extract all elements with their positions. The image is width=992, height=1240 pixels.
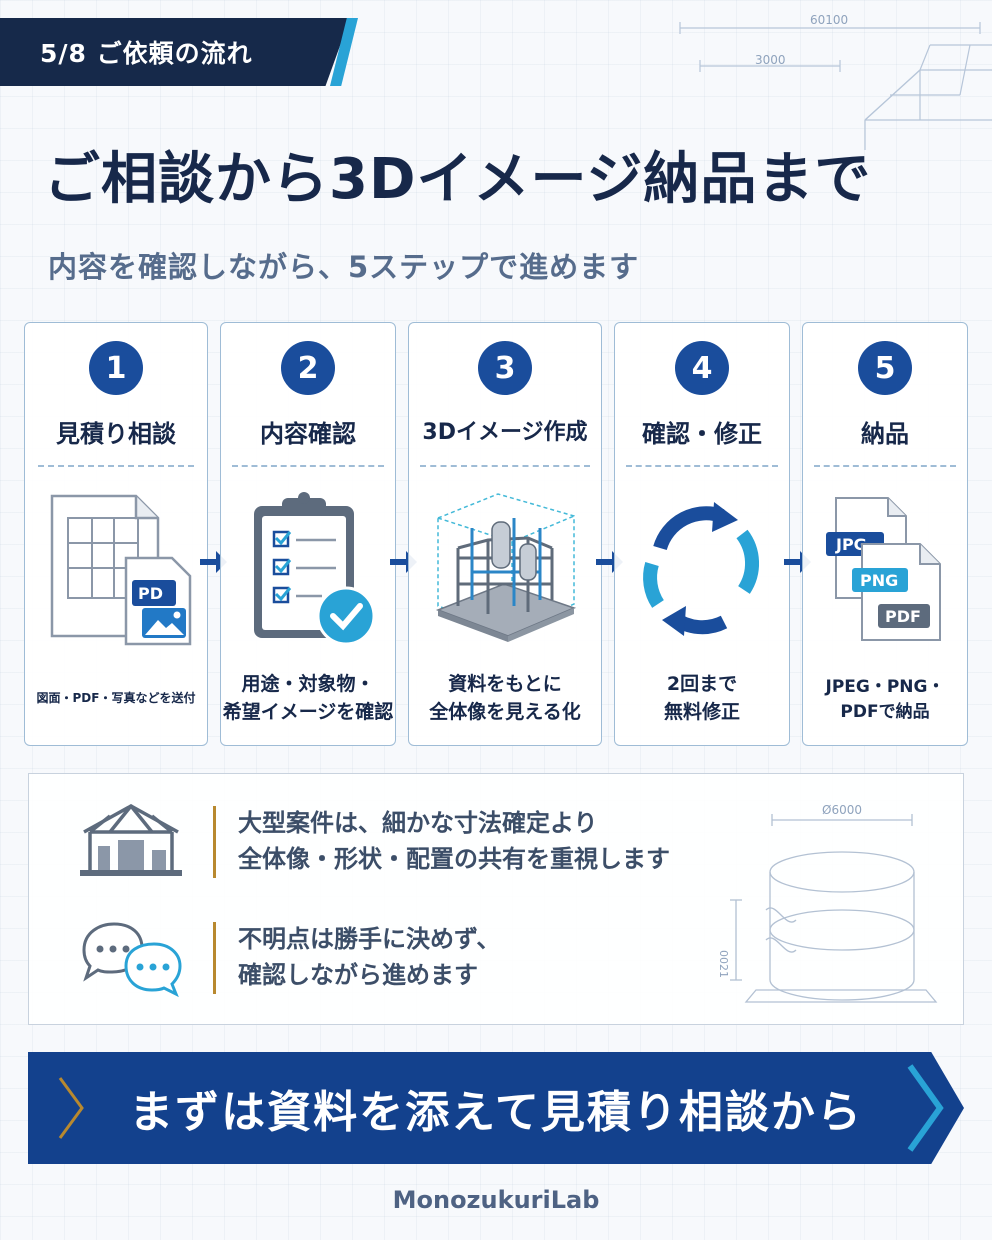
step-divider (626, 465, 778, 467)
notes-panel (28, 773, 964, 1025)
page-subtitle: 内容を確認しながら、5ステップで進めます (48, 250, 640, 284)
step-divider (38, 465, 194, 467)
dim-label: 3000 (755, 53, 786, 67)
tank-blueprint-decoration: Ø6000 0021 (717, 803, 938, 1003)
step-title: 3Dイメージ作成 (422, 420, 588, 445)
dim-label: 60100 (810, 13, 848, 27)
page-badge (0, 18, 350, 86)
page-badge-label: 5/8 ご依頼の流れ (40, 39, 253, 68)
step-title: 内容確認 (260, 420, 356, 448)
step-number-badge: 3 (478, 341, 532, 395)
step-number-badge: 4 (675, 341, 729, 395)
step-divider (232, 465, 384, 467)
dim-label: 0021 (717, 950, 730, 978)
document-pdf-icon: PD (50, 494, 192, 646)
step-title: 納品 (861, 420, 909, 448)
dim-label: Ø6000 (822, 803, 862, 817)
note-divider (213, 922, 216, 994)
pdf-label: PDF (885, 607, 921, 626)
chat-bubbles-icon (82, 922, 182, 998)
step-desc: 2回まで 無料修正 (663, 673, 740, 723)
note-text: 大型案件は、細かな寸法確定より 全体像・形状・配置の共有を重視します (238, 809, 670, 873)
png-label: PNG (860, 571, 898, 590)
note-divider (213, 806, 216, 878)
step-desc: 用途・対象物・ 希望イメージを確認 (222, 673, 394, 723)
blueprint-frame-decoration: 60100 3000 (679, 13, 992, 150)
step-divider (814, 465, 956, 467)
step-desc: JPEG・PNG・ PDFで納品 (825, 677, 945, 722)
page-title: ご相談から3Dイメージ納品まで (44, 147, 872, 212)
step-number-badge: 5 (858, 341, 912, 395)
step-divider (420, 465, 590, 467)
brand-name: MonozukuriLab (392, 1186, 600, 1214)
cta-label[interactable]: まずは資料を添えて見積り相談から (129, 1087, 863, 1138)
cta-banner[interactable] (28, 1052, 964, 1164)
note-text: 不明点は勝手に決めず、 確認しながら進めます (238, 925, 501, 989)
jpg-label: JPG (835, 535, 867, 554)
chevron-right-icon (907, 1064, 944, 1152)
pdf-label: PD (138, 584, 163, 603)
step-title: 見積り相談 (56, 420, 176, 448)
step-number-badge: 2 (281, 341, 335, 395)
chevron-right-icon (58, 1077, 84, 1139)
3d-plant-structure-icon (435, 493, 577, 642)
file-formats-icon: JPG PNG PDF (826, 497, 941, 641)
building-frame-icon (80, 804, 182, 876)
revision-cycle-icon (643, 502, 760, 636)
step-desc: 図面・PDF・写真などを送付 (36, 691, 196, 705)
step-desc: 資料をもとに 全体像を見える化 (429, 673, 581, 723)
step-number-badge: 1 (89, 341, 143, 395)
clipboard-check-icon (254, 492, 376, 646)
step-title: 確認・修正 (642, 420, 762, 448)
